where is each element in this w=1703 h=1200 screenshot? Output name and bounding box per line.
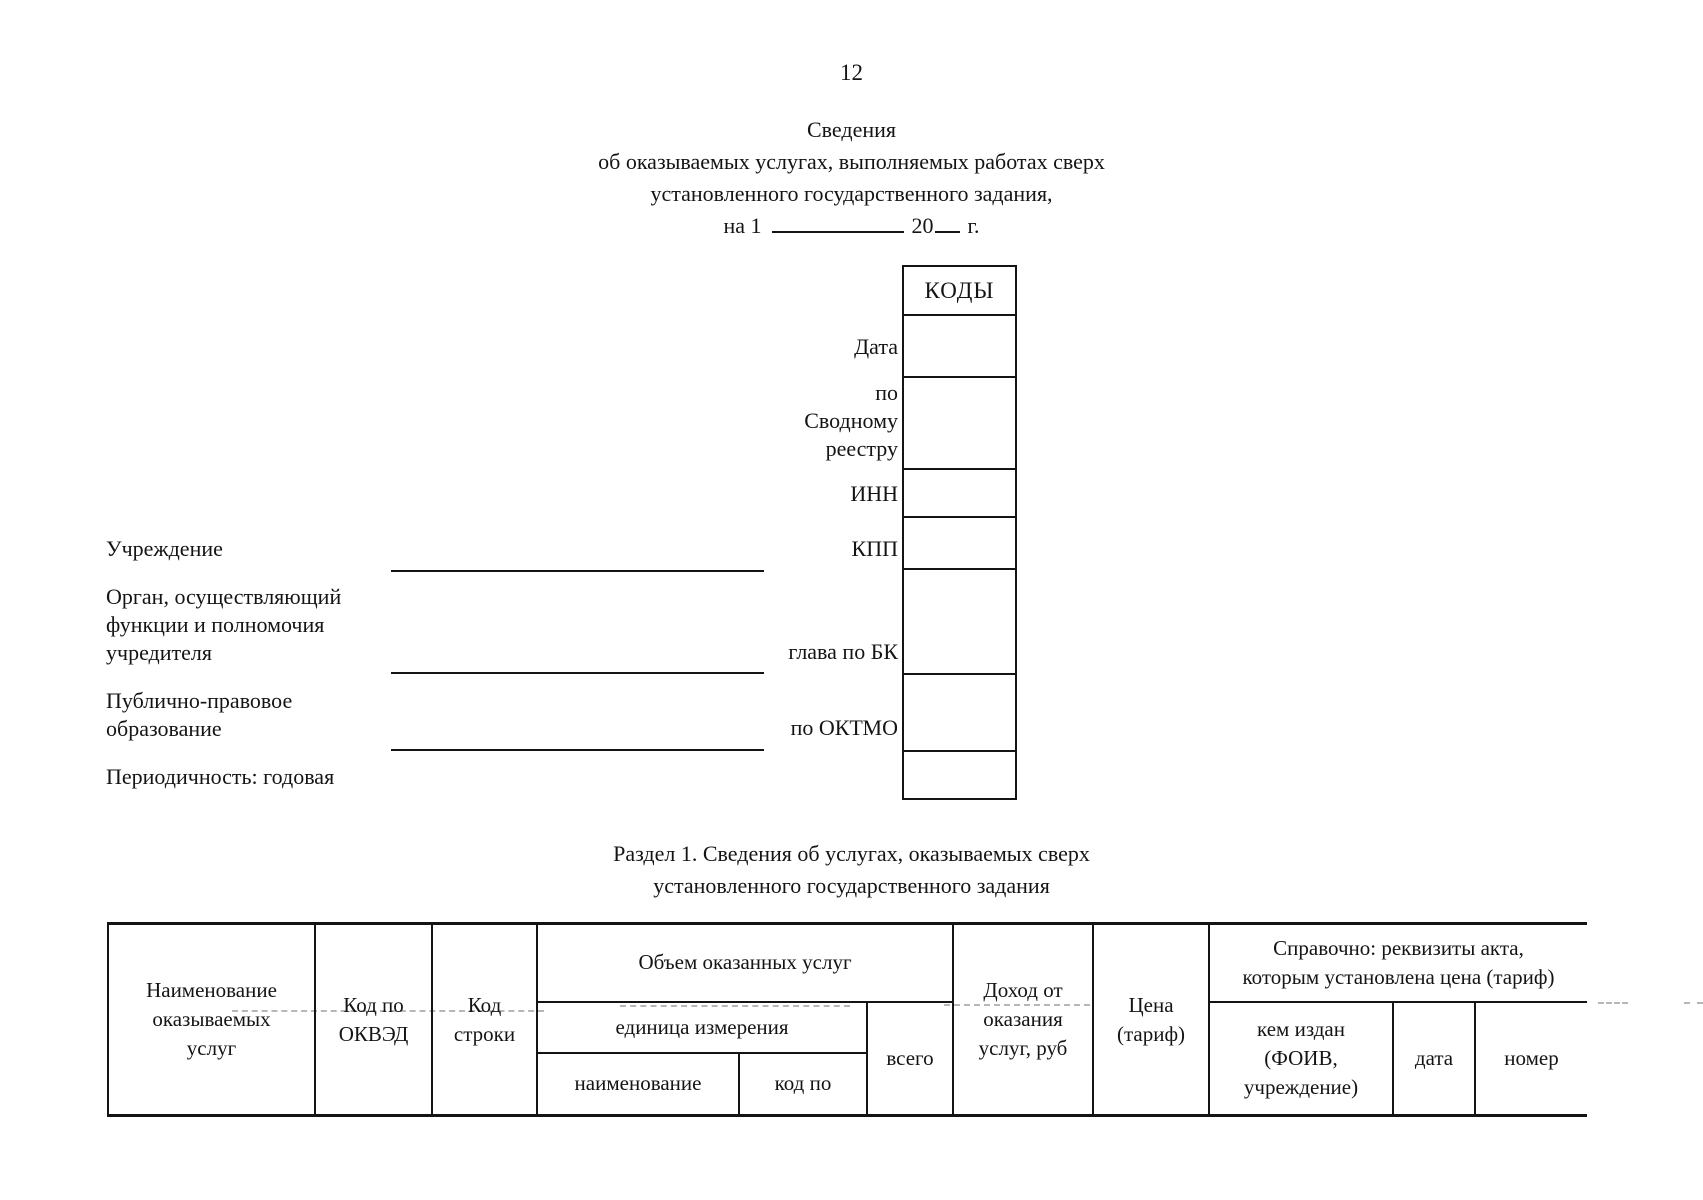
scan-artifact <box>232 1010 544 1012</box>
field-founder: Орган, осуществляющий функции и полномоч… <box>106 584 342 665</box>
field-periodicity: Периодичность: годовая <box>106 764 335 789</box>
code-cell-oktmo <box>904 675 1015 752</box>
date-blank-line <box>771 227 904 233</box>
label-inn: ИНН <box>850 481 898 506</box>
codes-box-title: КОДЫ <box>904 267 1015 316</box>
code-cell-extra <box>904 752 1015 798</box>
col-header-unit: единица измерения <box>536 1000 868 1054</box>
page-number: 12 <box>840 60 863 85</box>
scan-artifact <box>1598 1002 1628 1004</box>
year-blank-line <box>934 227 960 233</box>
code-cell-inn <box>904 470 1015 518</box>
doc-date-line: на 1 20 г. <box>0 211 1703 241</box>
public-entity-fill-line <box>391 749 764 751</box>
section1-title: Раздел 1. Сведения об услугах, оказываем… <box>613 841 1090 898</box>
col-header-service-name: Наименование оказываемых услуг <box>107 922 316 1117</box>
col-header-reference: Справочно: реквизиты акта, которым устан… <box>1208 922 1588 1003</box>
year-prefix: 20 <box>911 213 934 238</box>
col-header-act-number: номер <box>1474 1000 1588 1117</box>
col-header-total: всего <box>865 1000 955 1117</box>
col-header-line-code: Код строки <box>431 922 538 1117</box>
col-header-act-date: дата <box>1392 1000 1477 1117</box>
scan-artifact <box>944 1004 1090 1006</box>
label-date: Дата <box>854 334 898 359</box>
field-public-entity: Публично-правовое образование <box>106 688 293 741</box>
label-oktmo: по ОКТМО <box>790 715 898 740</box>
col-header-unit-code: код по <box>738 1051 868 1117</box>
date-prefix: на 1 <box>723 213 762 238</box>
codes-box: КОДЫ <box>902 265 1017 800</box>
scan-artifact <box>620 1005 850 1007</box>
label-registry: по Сводному реестру <box>804 380 898 461</box>
col-header-price: Цена (тариф) <box>1092 922 1211 1117</box>
col-header-volume: Объем оказанных услуг <box>535 922 955 1003</box>
col-header-okved: Код по ОКВЭД <box>314 922 433 1117</box>
field-institution: Учреждение <box>106 536 223 561</box>
label-kpp: КПП <box>851 536 898 561</box>
section1-table: Наименование оказываемых услуг Код по ОК… <box>107 922 1588 1117</box>
col-header-issued-by: кем издан (ФОИВ, учреждение) <box>1208 1000 1395 1117</box>
col-header-unit-name: наименование <box>536 1051 740 1117</box>
col-header-income: Доход от оказания услуг, руб <box>952 922 1095 1117</box>
code-cell-kpp <box>904 518 1015 570</box>
label-chapter-bk: глава по БК <box>788 639 898 664</box>
code-cell-registry <box>904 378 1015 470</box>
code-cell-date <box>904 316 1015 378</box>
year-suffix: г. <box>967 213 980 238</box>
code-cell-chapter-bk <box>904 570 1015 675</box>
institution-fill-line <box>391 570 764 572</box>
scan-artifact <box>1684 1002 1703 1004</box>
doc-title: Сведения об оказываемых услугах, выполня… <box>598 117 1105 206</box>
founder-fill-line <box>391 672 764 674</box>
